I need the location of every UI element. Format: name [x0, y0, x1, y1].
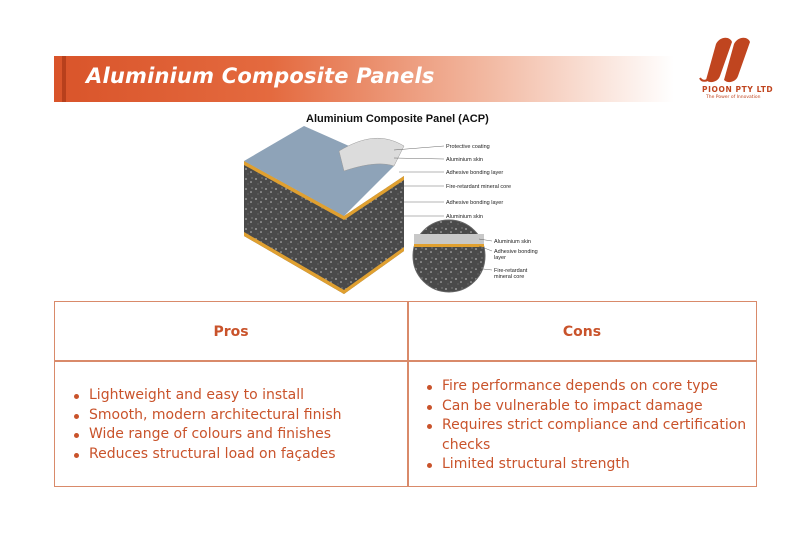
adhesive-stripe	[244, 232, 344, 294]
inset-label: Fire-retardant	[494, 268, 528, 274]
inset-magnifier	[412, 219, 486, 293]
pros-item: Wide range of colours and finishes	[72, 425, 392, 445]
diagram-label: Adhesive bonding layer	[446, 170, 503, 176]
acp-diagram: Aluminium Composite Panel (ACP) Protecti…	[244, 113, 538, 294]
slide-title: Aluminium Composite Panels	[86, 64, 435, 88]
cons-item: Can be vulnerable to impact damage	[425, 397, 750, 417]
adhesive-stripe	[344, 176, 404, 220]
adhesive-stripe	[344, 247, 404, 294]
pros-item: Lightweight and easy to install	[72, 386, 392, 406]
adhesive-stripe	[244, 161, 344, 220]
inset-label: layer	[494, 255, 506, 261]
peeled-coating	[338, 137, 405, 172]
logo-tagline: The Power of Innovation	[706, 95, 761, 100]
pros-item: Reduces structural load on façades	[72, 445, 392, 465]
column-divider	[407, 302, 409, 486]
diagram-label: Protective coating	[446, 144, 490, 150]
company-logo	[699, 37, 750, 83]
title-bar	[54, 56, 674, 102]
pros-item: Smooth, modern architectural finish	[72, 406, 392, 426]
cons-item: Fire performance depends on core type	[425, 377, 750, 397]
pros-cons-table: Pros Cons Lightweight and easy to instal…	[54, 301, 757, 487]
cons-item: Limited structural strength	[425, 455, 750, 475]
cons-list: Fire performance depends on core type Ca…	[425, 377, 750, 475]
diagram-label: Fire-retardant mineral core	[446, 184, 511, 190]
diagram-label: Aluminium skin	[446, 214, 483, 220]
pros-list: Lightweight and easy to install Smooth, …	[72, 386, 392, 464]
inset-label: mineral core	[494, 274, 524, 280]
inset-adhesive	[414, 244, 484, 247]
cons-item: Requires strict compliance and certifica…	[425, 416, 750, 455]
aluminium-top-skin	[244, 126, 394, 216]
diagram-label: Aluminium skin	[446, 157, 483, 163]
inset-label: Adhesive bonding	[494, 249, 538, 255]
core-front-face	[244, 161, 344, 294]
title-accent-mark	[62, 56, 66, 102]
cons-header: Cons	[562, 324, 602, 340]
logo-name: PIOON PTY LTD	[702, 85, 774, 94]
core-side-face	[344, 176, 404, 294]
diagram-label: Adhesive bonding layer	[446, 200, 503, 206]
inset-aluminium	[414, 234, 484, 244]
pros-header: Pros	[213, 324, 249, 340]
row-divider	[55, 360, 756, 362]
inset-label: Aluminium skin	[494, 239, 531, 245]
diagram-title: Aluminium Composite Panel (ACP)	[306, 113, 489, 125]
